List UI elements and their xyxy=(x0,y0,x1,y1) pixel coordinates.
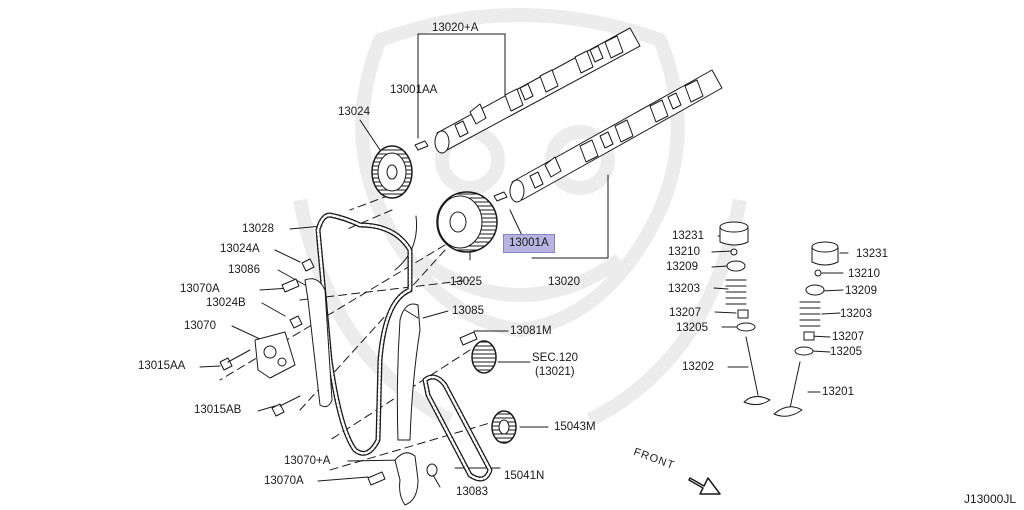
timing-chain xyxy=(315,212,413,456)
label-13207-left: 13207 xyxy=(669,307,701,319)
label-13024A: 13024A xyxy=(220,243,260,255)
label-13210-right: 13210 xyxy=(848,268,880,280)
label-13015AB: 13015AB xyxy=(194,404,242,416)
label-13081M: 13081M xyxy=(510,325,552,337)
chain-guide-right xyxy=(396,303,421,441)
label-sec120-sub: (13021) xyxy=(535,366,575,378)
label-13202: 13202 xyxy=(682,361,714,373)
label-13201: 13201 xyxy=(822,386,854,398)
label-13025: 13025 xyxy=(450,276,482,288)
tensioner-arm xyxy=(394,452,419,506)
oil-pump-chain xyxy=(422,374,493,482)
watermark-emblem xyxy=(293,8,747,427)
label-13086: 13086 xyxy=(228,264,260,276)
valve-assembly-right xyxy=(773,241,839,417)
nut xyxy=(426,463,438,477)
label-13083: 13083 xyxy=(456,486,488,498)
bolts xyxy=(219,258,478,486)
label-13205-left: 13205 xyxy=(676,322,708,334)
valve-assembly-left xyxy=(719,221,771,406)
label-13001AA: 13001AA xyxy=(390,84,438,96)
label-13070A-bottom: 13070A xyxy=(264,475,304,487)
label-13210-left: 13210 xyxy=(668,246,700,258)
exhaust-camshaft xyxy=(414,27,641,154)
label-13203-right: 13203 xyxy=(840,308,872,320)
label-13070: 13070 xyxy=(184,320,216,332)
intake-camshaft xyxy=(493,69,723,203)
slack-guide-left xyxy=(304,278,333,408)
label-15041N: 15041N xyxy=(504,470,545,482)
label-sec120[interactable]: SEC.120 xyxy=(532,352,579,364)
label-13070A-top: 13070A xyxy=(180,283,220,295)
chain-tensioner xyxy=(254,331,296,379)
label-13231-left: 13231 xyxy=(672,230,704,242)
label-13020: 13020 xyxy=(548,276,580,288)
label-13203-left: 13203 xyxy=(668,283,700,295)
label-13231-right: 13231 xyxy=(856,248,888,260)
label-15043M: 15043M xyxy=(554,421,596,433)
label-13209-left: 13209 xyxy=(666,261,698,273)
label-13024: 13024 xyxy=(338,106,370,118)
label-13209-right: 13209 xyxy=(845,285,877,297)
label-13001A-highlighted[interactable]: 13001A xyxy=(503,234,555,253)
label-13207-right: 13207 xyxy=(832,331,864,343)
vtc-sprocket xyxy=(436,191,498,253)
crank-sprocket xyxy=(471,340,517,444)
camshaft-sprocket xyxy=(371,145,413,199)
label-13024B: 13024B xyxy=(206,297,246,309)
label-13085: 13085 xyxy=(452,305,484,317)
label-13028: 13028 xyxy=(242,223,274,235)
label-13015AA: 13015AA xyxy=(138,360,186,372)
label-13205-right: 13205 xyxy=(830,346,862,358)
label-13070plusA: 13070+A xyxy=(284,455,331,467)
label-13020A: 13020+A xyxy=(432,22,479,34)
diagram-reference-code: J13000JL xyxy=(963,492,1016,506)
front-arrow-icon xyxy=(688,477,721,495)
